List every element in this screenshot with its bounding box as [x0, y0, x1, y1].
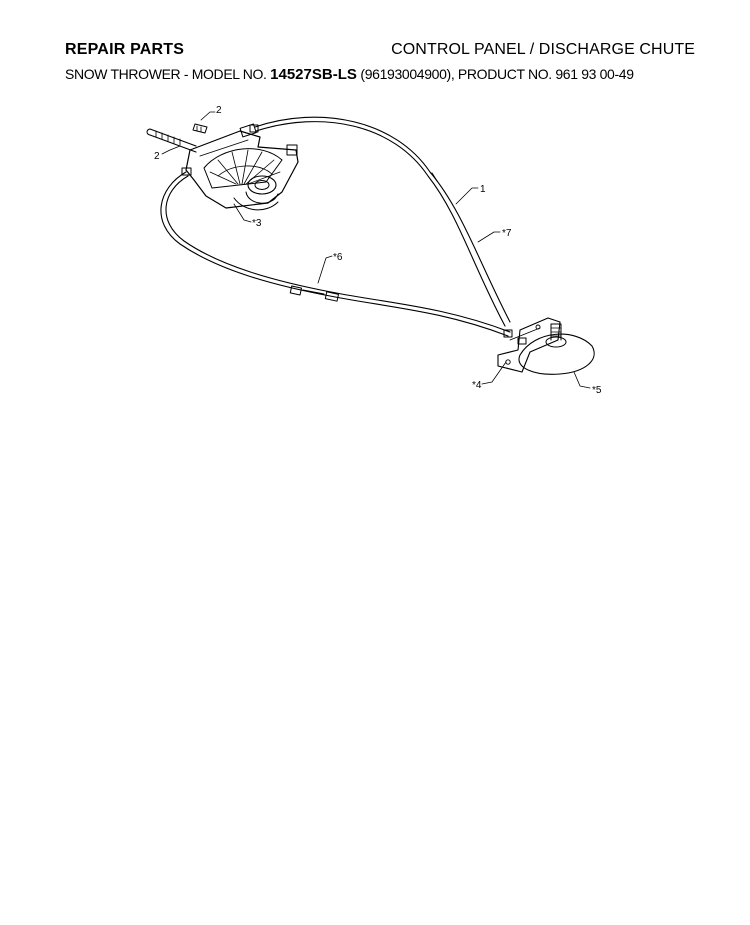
model-number: 14527SB-LS	[270, 66, 357, 83]
callout-leaders	[161, 111, 591, 389]
diagram-title: CONTROL PANEL / DISCHARGE CHUTE	[391, 41, 695, 58]
model-line: SNOW THROWER - MODEL NO. 14527SB-LS (961…	[65, 66, 695, 83]
callout-label: *4	[472, 380, 482, 391]
control-bracket-assembly	[146, 123, 299, 211]
model-prefix: SNOW THROWER - MODEL NO.	[65, 66, 267, 82]
callout-label: 2	[154, 151, 160, 162]
cable-upper	[254, 116, 511, 327]
cable-lower	[160, 171, 511, 337]
callout-label: *7	[502, 228, 512, 239]
callout-label: *6	[333, 252, 343, 263]
chute-base-assembly	[497, 317, 595, 375]
section-title: REPAIR PARTS	[65, 41, 185, 58]
model-suffix: (96193004900), PRODUCT NO. 961 93 00-49	[360, 66, 634, 82]
callout-label: *5	[592, 385, 602, 396]
page-header: REPAIR PARTS CONTROL PANEL / DISCHARGE C…	[65, 41, 695, 61]
callout-label: *3	[252, 218, 262, 229]
callout-label: 1	[480, 184, 486, 195]
callout-label: 2	[216, 105, 222, 116]
